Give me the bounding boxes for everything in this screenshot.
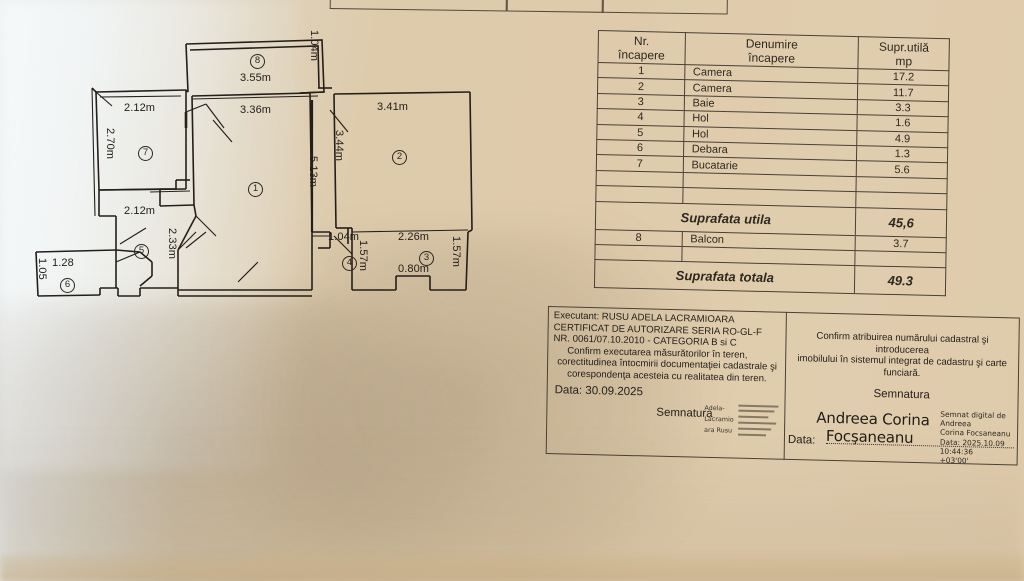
grand-total-value: 49.3 xyxy=(854,265,946,297)
grand-total-label: Suprafata totala xyxy=(594,259,856,294)
room-marker-4: 4 xyxy=(342,256,357,271)
paper-bottom-edge xyxy=(0,555,1024,581)
signature-block: Executant: RUSU ADELA LACRAMIOARA CERTIF… xyxy=(545,306,1020,466)
stamp-line-1: Adela- xyxy=(704,403,725,413)
dimension-label: 1.57m xyxy=(450,236,462,268)
dimension-label: 1.04m xyxy=(328,231,360,243)
room-marker-2: 2 xyxy=(392,150,407,165)
dimension-label: 3.36m xyxy=(240,104,272,116)
room-marker-7: 7 xyxy=(138,146,153,161)
room-marker-label: 3 xyxy=(423,252,430,263)
room-marker-5: 5 xyxy=(134,244,149,259)
room-marker-label: 5 xyxy=(138,245,145,256)
room-marker-8: 8 xyxy=(250,54,265,69)
digital-sig-line-1: Semnat digital de Andreea xyxy=(940,409,1006,429)
surveyor-date: Data: 30.09.2025 xyxy=(554,384,643,399)
room-marker-3: 3 xyxy=(419,251,434,266)
dimension-label: 3.55m xyxy=(240,72,272,84)
dimension-label: 2.70m xyxy=(104,128,116,160)
dimension-label: 5.13m xyxy=(307,156,319,188)
paper-highlight xyxy=(0,0,300,470)
dimension-label: 2.12m xyxy=(124,205,156,217)
header-cell-nr: Nr. încapere xyxy=(597,30,686,65)
room-marker-label: 2 xyxy=(396,151,403,162)
room-marker-6: 6 xyxy=(60,278,75,293)
useful-area-value: 45,6 xyxy=(855,207,947,238)
dimension-label: 1.57m xyxy=(357,240,369,272)
header-name-line2: încapere xyxy=(748,50,796,66)
dimension-label: 1.05 xyxy=(36,258,48,280)
header-nr-line2: încapere xyxy=(617,46,665,63)
room-marker-label: 8 xyxy=(254,55,261,66)
cadastre-confirmation: Confirm atribuirea numărului cadastral ş… xyxy=(788,330,1014,465)
header-cell-name: Denumire încapere xyxy=(684,32,859,69)
dimension-label: 3.41m xyxy=(377,101,409,113)
header-area-line2: mp xyxy=(895,53,913,68)
dimension-label: 1.28 xyxy=(52,257,74,269)
dimension-label: 1.04m xyxy=(308,30,320,62)
dimension-label: 0.80m xyxy=(398,263,430,275)
room-marker-label: 7 xyxy=(142,147,149,158)
dimension-label: 2.33m xyxy=(166,228,178,260)
paper-shadow-left xyxy=(0,300,500,581)
header-cell-area: Supr.utilă mp xyxy=(858,36,950,71)
stamp-line-2: Lacramio xyxy=(704,414,734,424)
dimension-label: 2.12m xyxy=(124,102,156,114)
room-marker-label: 4 xyxy=(346,257,353,268)
dimension-label: 2.26m xyxy=(398,231,430,243)
inspector-date-label: Data: xyxy=(787,433,816,447)
dimension-label: 3.44m xyxy=(333,130,345,162)
room-marker-1: 1 xyxy=(248,182,263,197)
paper-shadow-center xyxy=(230,230,710,581)
room-marker-label: 6 xyxy=(64,279,71,290)
floor-plan-drawing xyxy=(35,39,473,297)
room-marker-label: 1 xyxy=(252,183,259,194)
surveyor-digital-stamp: Adela- Lacramio ara Rusu xyxy=(704,402,783,440)
digital-signature-details: Semnat digital de Andreea Corina Focsane… xyxy=(940,410,1024,467)
surveyor-declaration: Executant: RUSU ADELA LACRAMIOARA CERTIF… xyxy=(553,310,782,437)
stamp-line-3: ara Rusu xyxy=(704,425,733,435)
